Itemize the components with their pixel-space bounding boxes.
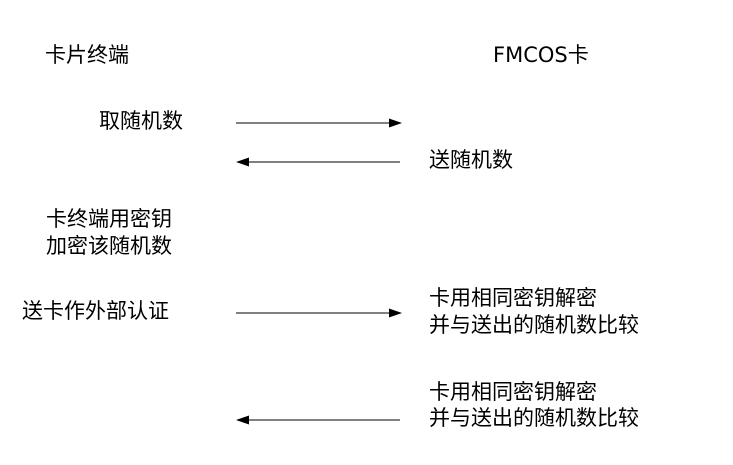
arrow-auth-result: [236, 415, 400, 425]
card-decrypt-compare-line-2: 并与送出的随机数比较: [429, 313, 639, 337]
terminal-encrypt-line-1: 卡终端用密钥: [46, 207, 172, 231]
terminal-request-random-label: 取随机数: [99, 109, 183, 133]
arrow-send-random: [236, 157, 400, 167]
card-decrypt-compare-line-1: 卡用相同密钥解密: [429, 286, 597, 310]
card-column-header: FMCOS卡: [493, 43, 589, 67]
arrow-request-random: [236, 118, 402, 128]
terminal-column-header: 卡片终端: [45, 43, 129, 67]
card-result-line-2: 并与送出的随机数比较: [429, 406, 639, 430]
terminal-encrypt-line-2: 加密该随机数: [46, 234, 172, 258]
arrow-external-auth: [236, 308, 402, 318]
terminal-external-auth-label: 送卡作外部认证: [22, 299, 169, 323]
card-result-line-1: 卡用相同密钥解密: [429, 380, 597, 404]
card-send-random-label: 送随机数: [429, 148, 513, 172]
